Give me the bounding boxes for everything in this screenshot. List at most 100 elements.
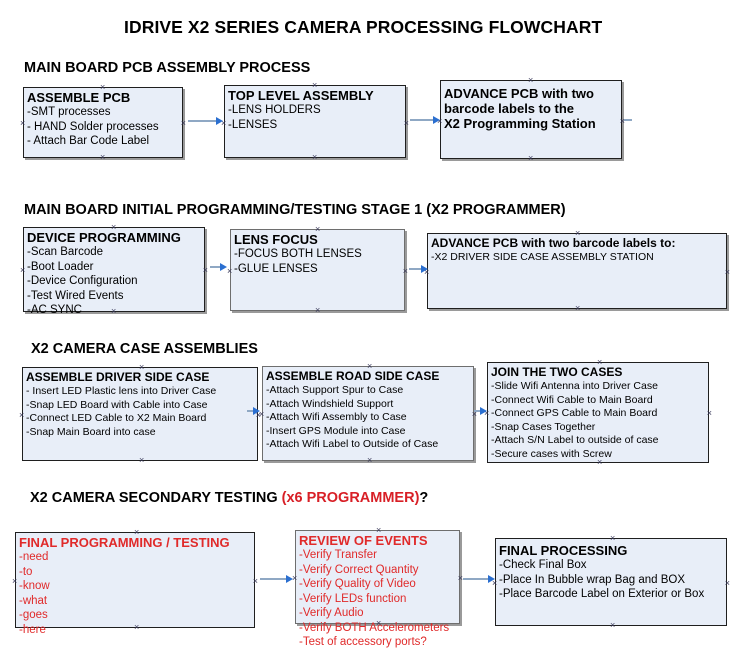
node-line: -goes: [19, 609, 48, 621]
connector-handle-top[interactable]: [100, 83, 105, 92]
connector-handle-bottom[interactable]: [367, 456, 372, 465]
connector-handle-top[interactable]: [139, 363, 144, 372]
connector-handle-left[interactable]: [20, 119, 25, 128]
connector-handle-right[interactable]: [404, 119, 409, 128]
connector-handle-top[interactable]: [610, 534, 615, 543]
node-top-level-assembly-title: TOP LEVEL ASSEMBLY: [228, 88, 374, 103]
node-advance-pcb-x2-station-title: ADVANCE PCB with two: [444, 86, 594, 101]
node-line: -Attach S/N Label to outside of case: [491, 434, 659, 447]
connector-handle-right[interactable]: [203, 266, 208, 275]
node-device-programming[interactable]: DEVICE PROGRAMMING -Scan Barcode -Boot L…: [20, 227, 208, 316]
node-line: -LENSES: [228, 118, 278, 131]
node-advance-pcb-x2-station[interactable]: ADVANCE PCB with two barcode labels to t…: [440, 80, 622, 159]
connector-handle-bottom[interactable]: [134, 623, 139, 632]
node-assemble-pcb-title: ASSEMBLE PCB: [27, 90, 131, 105]
node-line: -need: [19, 551, 49, 563]
page-title: IDRIVE X2 SERIES CAMERA PROCESSING FLOWC…: [124, 17, 603, 37]
connector-handle-bottom[interactable]: [610, 621, 615, 630]
node-line: -Connect GPS Cable to Main Board: [491, 407, 658, 420]
node-line: -Connect Wifi Cable to Main Board: [491, 393, 653, 406]
node-line: -Boot Loader: [27, 260, 94, 273]
connector-handle-bottom[interactable]: [528, 154, 533, 163]
node-lens-focus[interactable]: LENS FOCUS -FOCUS BOTH LENSES -GLUE LENS…: [230, 229, 405, 311]
connector-handle-top[interactable]: [575, 229, 580, 238]
connector-handle-top[interactable]: [376, 526, 381, 535]
node-join-the-two-cases-title: JOIN THE TWO CASES: [491, 365, 623, 379]
connector-handle-right[interactable]: [403, 267, 408, 276]
connector-handle-bottom[interactable]: [312, 153, 317, 162]
arrow-connector: [210, 266, 222, 268]
node-line: -Snap Main Board into case: [26, 425, 156, 438]
node-top-level-assembly[interactable]: TOP LEVEL ASSEMBLY -LENS HOLDERS -LENSES: [224, 85, 406, 158]
arrow-head-icon: [480, 407, 487, 415]
node-line: - HAND Solder processes: [27, 120, 159, 133]
node-review-of-events[interactable]: REVIEW OF EVENTS -Verify Transfer -Verif…: [295, 530, 460, 648]
node-line: -Device Configuration: [27, 275, 138, 287]
connector-handle-left[interactable]: [227, 267, 232, 276]
connector-handle-right[interactable]: [725, 268, 730, 277]
node-line: - Attach Bar Code Label: [27, 135, 150, 147]
node-line: -SMT processes: [27, 106, 111, 118]
node-line: -to: [19, 565, 33, 578]
connector-handle-right[interactable]: [253, 577, 258, 586]
connector-handle-bottom[interactable]: [597, 458, 602, 467]
node-line: -X2 DRIVER SIDE CASE ASSEMBLY STATION: [431, 251, 654, 263]
node-lens-focus-title: LENS FOCUS: [234, 232, 318, 247]
node-line: -Verify Transfer: [299, 549, 377, 561]
node-line: -Attach Wifi Label to Outside of Case: [266, 438, 439, 451]
node-line: -Place Barcode Label on Exterior or Box: [499, 588, 705, 600]
section-header-initial-programming: MAIN BOARD INITIAL PROGRAMMING/TESTING S…: [24, 202, 566, 218]
connector-handle-right[interactable]: [181, 119, 186, 128]
connector-handle-bottom[interactable]: [139, 456, 144, 465]
node-assemble-driver-side-case[interactable]: ASSEMBLE DRIVER SIDE CASE - Insert LED P…: [22, 367, 258, 461]
arrow-connector: [474, 410, 484, 412]
node-assemble-pcb[interactable]: ASSEMBLE PCB -SMT processes - HAND Solde…: [23, 87, 183, 158]
node-line: -LENS HOLDERS: [228, 104, 321, 116]
node-line: -Connect LED Cable to X2 Main Board: [26, 412, 207, 425]
connector-handle-left[interactable]: [12, 577, 17, 586]
arrow-connector: [409, 268, 423, 270]
connector-handle-top[interactable]: [134, 528, 139, 537]
node-line: -Slide Wifi Antenna into Driver Case: [491, 380, 658, 392]
arrow-head-icon: [286, 575, 293, 583]
connector-handle-right[interactable]: [725, 579, 730, 588]
arrow-head-icon: [216, 117, 223, 125]
node-advance-pcb-driver-case[interactable]: ADVANCE PCB with two barcode labels to: …: [427, 233, 727, 309]
connector-handle-top[interactable]: [315, 225, 320, 234]
node-final-processing-title: FINAL PROCESSING: [499, 543, 628, 558]
connector-handle-top[interactable]: [312, 81, 317, 90]
node-join-the-two-cases[interactable]: JOIN THE TWO CASES -Slide Wifi Antenna i…: [487, 362, 709, 463]
connector-handle-top[interactable]: [111, 223, 116, 232]
node-line: -Scan Barcode: [27, 246, 104, 258]
node-final-processing[interactable]: FINAL PROCESSING -Check Final Box -Place…: [495, 538, 727, 626]
section-header-tail: ?: [419, 490, 429, 506]
connector-handle-bottom[interactable]: [111, 307, 116, 316]
connector-handle-bottom[interactable]: [575, 304, 580, 313]
node-device-programming-title: DEVICE PROGRAMMING: [27, 230, 181, 245]
arrow-connector: [260, 578, 288, 580]
node-final-programming-testing[interactable]: FINAL PROGRAMMING / TESTING -need -to -k…: [12, 532, 258, 636]
connector-handle-left[interactable]: [19, 411, 24, 420]
connector-handle-bottom[interactable]: [315, 306, 320, 315]
node-final-programming-testing-title: FINAL PROGRAMMING / TESTING: [19, 535, 230, 550]
node-line: -GLUE LENSES: [234, 262, 318, 275]
arrow-head-icon: [488, 575, 495, 583]
arrow-head-icon: [253, 407, 260, 415]
connector-handle-bottom[interactable]: [100, 153, 105, 162]
arrow-connector: [247, 410, 257, 412]
connector-handle-left[interactable]: [20, 266, 25, 275]
node-line: -Verify Audio: [299, 607, 364, 619]
node-line: -Verify Quality of Video: [299, 578, 416, 590]
connector-handle-top[interactable]: [528, 76, 533, 85]
connector-handle-top[interactable]: [367, 362, 372, 371]
section-header-text: X2 CAMERA SECONDARY TESTING: [30, 490, 282, 506]
node-line: barcode labels to the: [444, 101, 575, 116]
connector-handle-bottom[interactable]: [376, 619, 381, 628]
connector-handle-right[interactable]: [707, 409, 712, 418]
node-line: -Attach Windshield Support: [266, 397, 394, 410]
connector-handle-top[interactable]: [597, 358, 602, 367]
node-assemble-road-side-case-title: ASSEMBLE ROAD SIDE CASE: [266, 369, 440, 383]
node-assemble-road-side-case[interactable]: ASSEMBLE ROAD SIDE CASE -Attach Support …: [262, 366, 474, 461]
arrow-head-icon: [433, 116, 440, 124]
section-header-red-text: (x6 PROGRAMMER): [281, 490, 420, 506]
